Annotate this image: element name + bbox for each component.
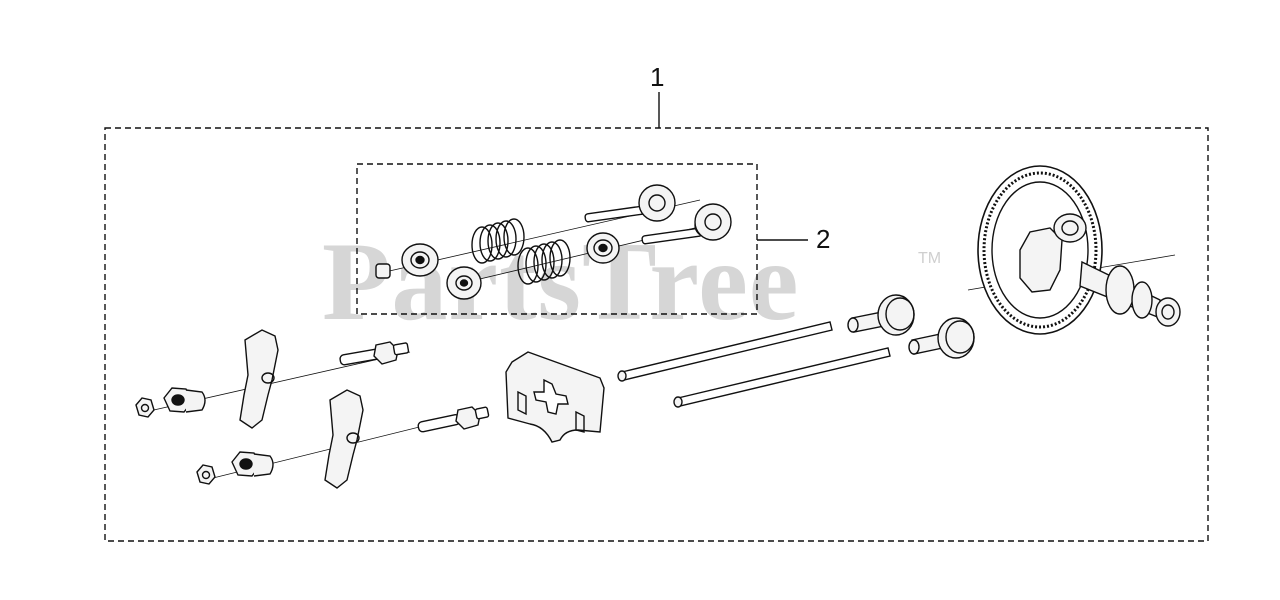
callout-assembly-number: 1 [650,62,665,92]
rocker-stud-lower [417,406,490,433]
push-rod-guide-plate [505,351,605,443]
rocker-assembly-upper [135,329,411,429]
valve-lifter-upper [847,294,915,336]
push-rod-lower [673,347,891,408]
rocker-arm-lower [324,389,364,489]
valve-spring-lower [517,239,571,285]
pivot-adjuster-upper [163,387,206,413]
callout-valve-kit-number: 2 [816,224,831,254]
valve-lifter-lower [908,317,975,359]
rocker-assembly-lower [196,389,490,489]
exhaust-valve [641,203,732,245]
assembly-boundary [104,127,1209,542]
lock-nut-lower [196,464,216,485]
decompressor [1019,213,1087,293]
rocker-stud-upper [339,341,410,366]
intake-valve [584,184,676,223]
valve-kit-boundary [356,163,758,315]
valve-kit-parts [375,184,732,300]
pivot-adjuster-lower [231,451,274,477]
push-rods [617,321,891,408]
valve-seal [586,232,620,264]
push-rod-upper [617,321,833,382]
valve-retainer-upper [401,243,439,277]
valve-spring-upper [471,218,525,264]
valve-keeper [375,263,391,279]
valve-retainer-lower [446,266,482,300]
camshaft [967,165,1181,335]
lock-nut-upper [135,397,155,418]
cam-shaft-body [1079,260,1181,327]
rocker-arm-upper [239,329,279,429]
watermark-trademark: TM [918,250,942,267]
